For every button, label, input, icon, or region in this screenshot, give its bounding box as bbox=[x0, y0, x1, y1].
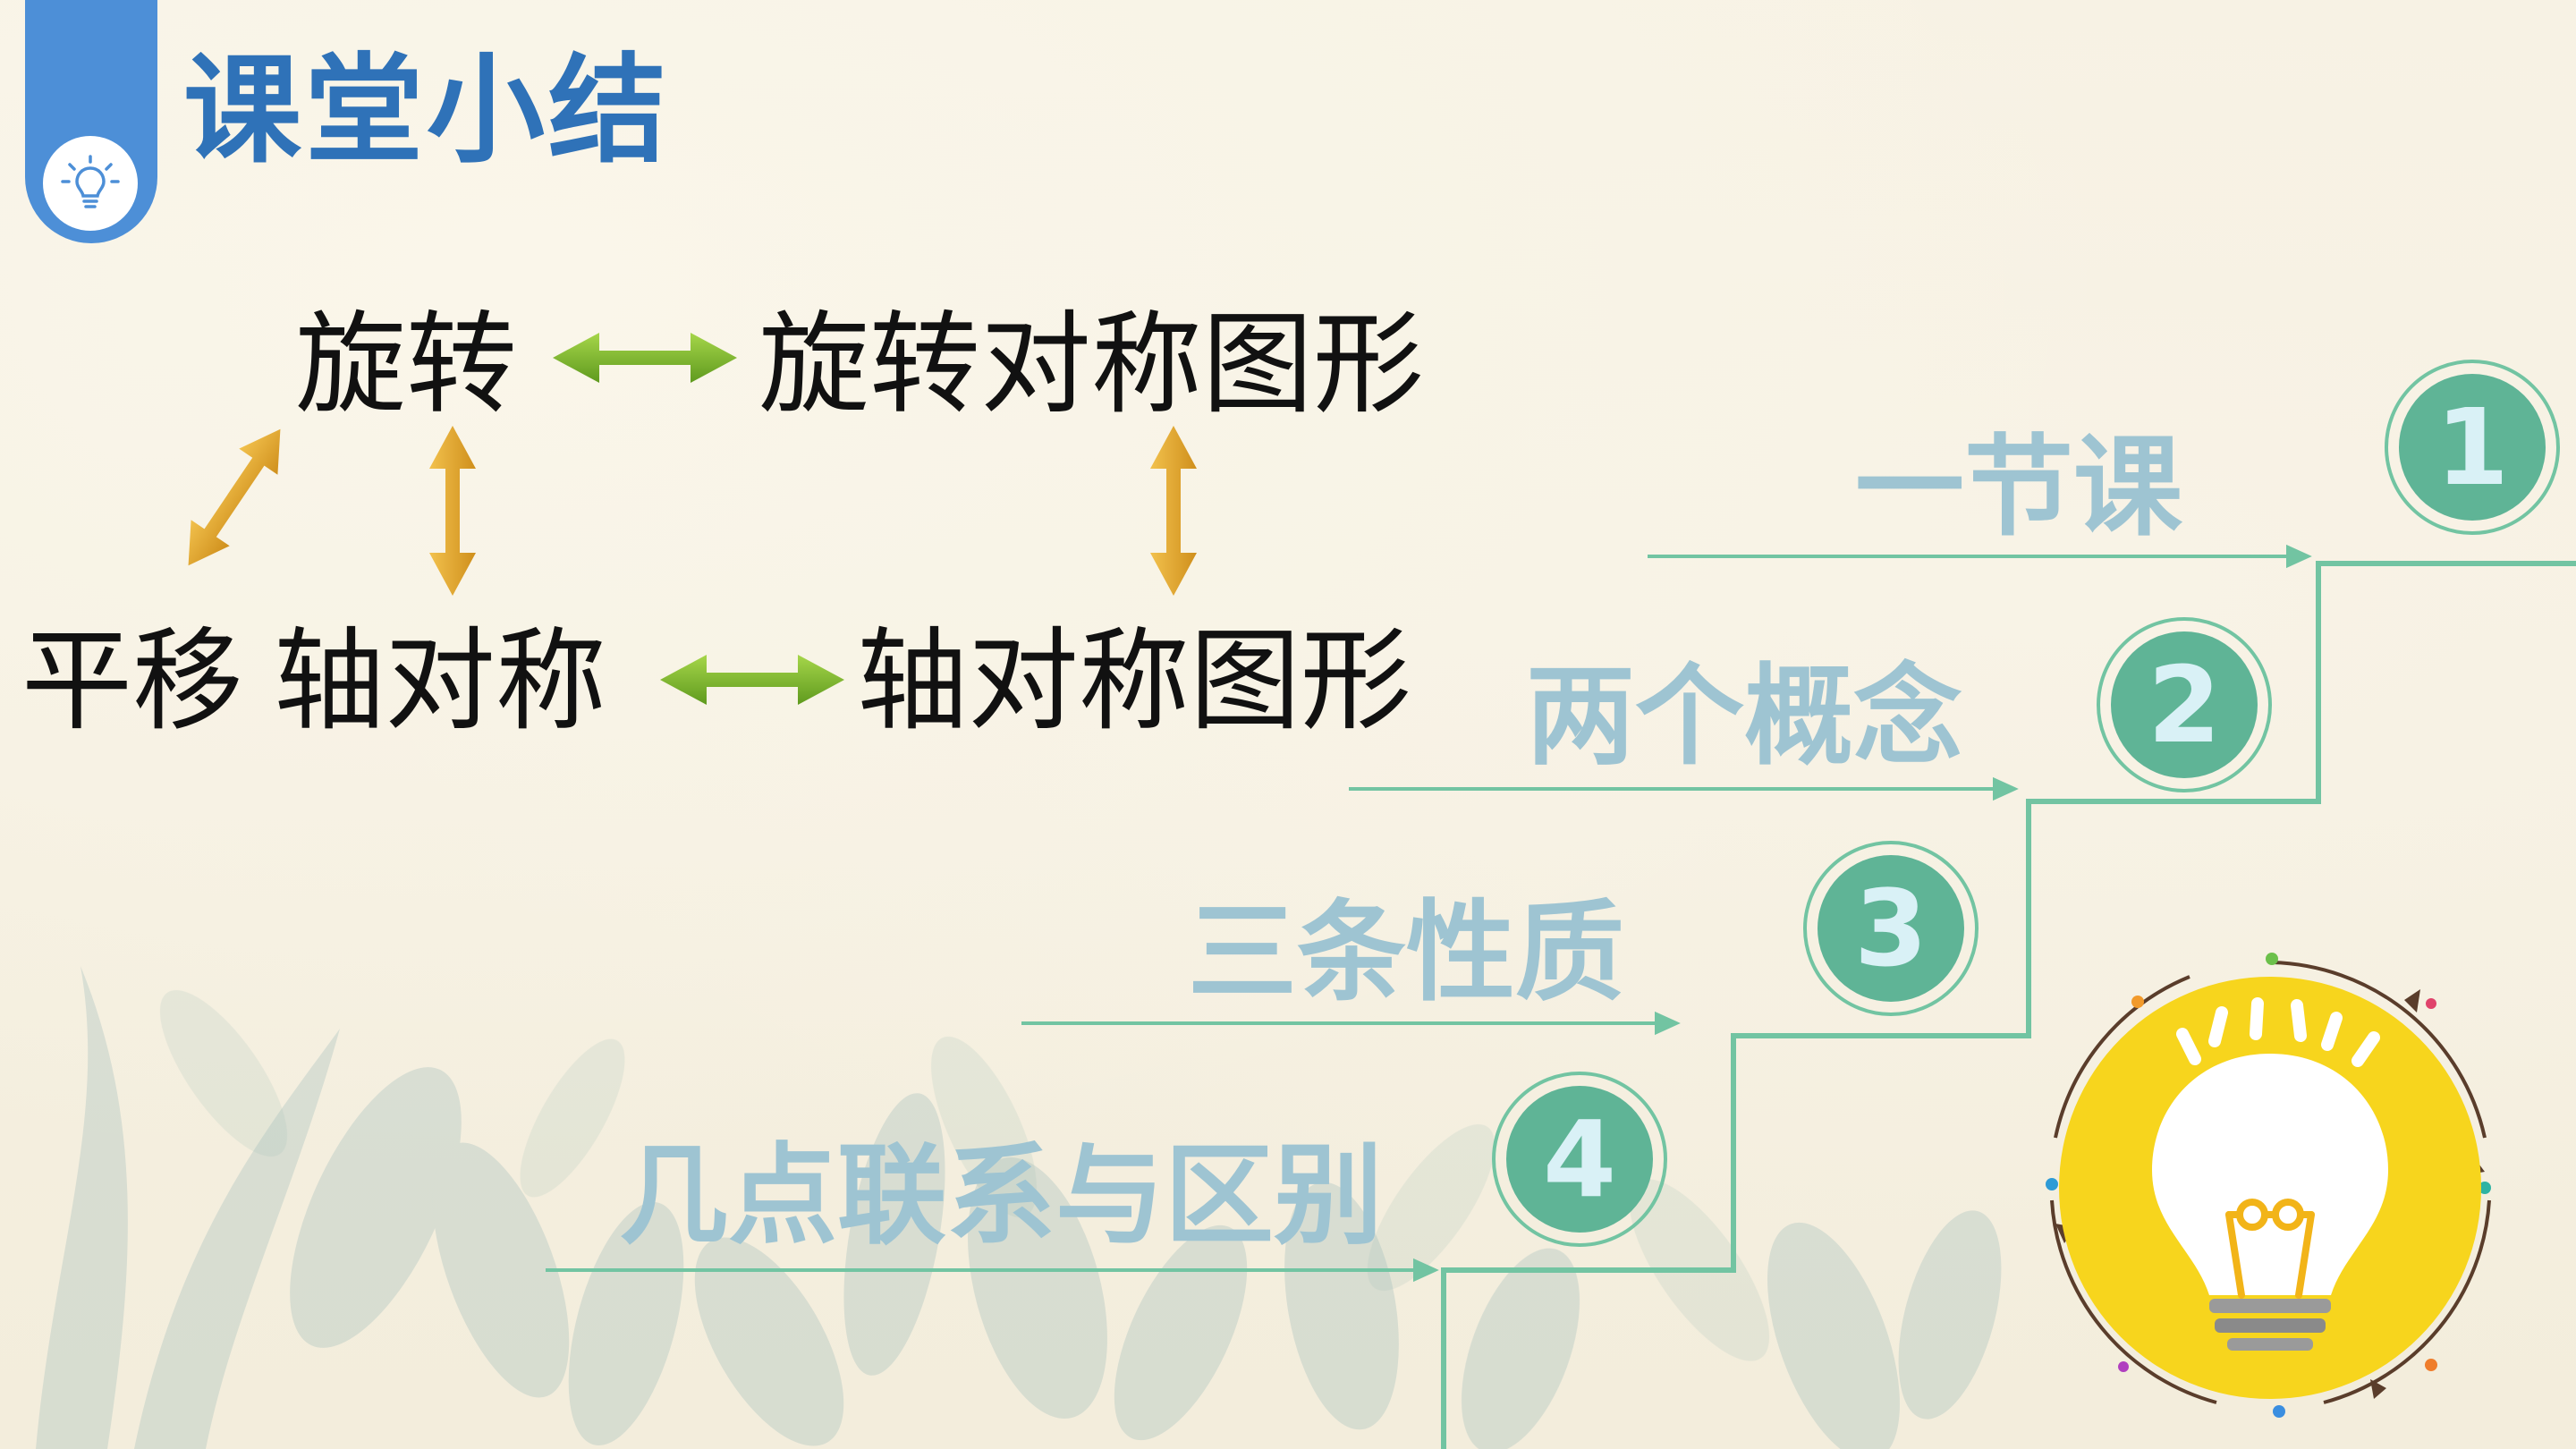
step-badge-1: 1 bbox=[2385, 360, 2560, 535]
concept-rotational-symmetric-figure: 旋转对称图形 bbox=[758, 301, 1425, 429]
step-badge-3: 3 bbox=[1803, 841, 1979, 1016]
step-label-3: 三条性质 bbox=[1188, 889, 1624, 1016]
step-number-2: 2 bbox=[2111, 631, 2258, 778]
step-number-4: 4 bbox=[1506, 1086, 1653, 1233]
step-label-4: 几点联系与区别 bbox=[619, 1132, 1383, 1259]
step-label-1: 一节课 bbox=[1855, 424, 2182, 551]
concept-axial-symmetry: 轴对称 bbox=[274, 617, 607, 746]
lightbulb-icon bbox=[43, 136, 138, 231]
lightbulb-illustration bbox=[2038, 941, 2503, 1424]
orange-arrow-diagonal bbox=[188, 428, 281, 566]
concept-rotation: 旋转 bbox=[295, 301, 518, 429]
step-badge-2: 2 bbox=[2097, 617, 2272, 792]
green-arrow-top bbox=[553, 333, 737, 383]
concept-axial-symmetric-figure: 轴对称图形 bbox=[857, 617, 1412, 746]
concept-translation: 平移 bbox=[21, 617, 244, 746]
step-number-3: 3 bbox=[1818, 855, 1964, 1002]
step-badge-4: 4 bbox=[1492, 1072, 1667, 1247]
step-label-2: 两个概念 bbox=[1526, 653, 1962, 780]
orange-arrow-middle bbox=[429, 426, 476, 596]
step-number-1: 1 bbox=[2399, 374, 2546, 521]
page-title: 课堂小结 bbox=[183, 42, 670, 180]
green-arrow-bottom bbox=[660, 655, 844, 705]
orange-arrow-right bbox=[1150, 426, 1197, 596]
